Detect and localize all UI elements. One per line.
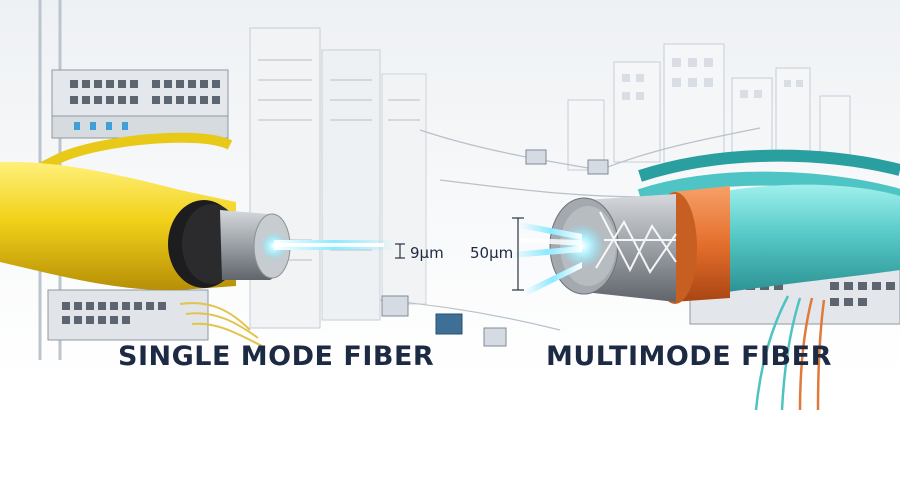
building-windows bbox=[622, 58, 803, 100]
folder-icon bbox=[381, 149, 609, 347]
single-mode-label: SINGLE MODE FIBER bbox=[118, 341, 435, 372]
single-core-dimension bbox=[395, 243, 405, 259]
server-racks bbox=[249, 27, 427, 329]
multimode-label: MULTIMODE FIBER bbox=[546, 341, 832, 372]
top-patch-panel bbox=[51, 69, 229, 139]
multi-core-size-label: 50µm bbox=[470, 244, 514, 262]
single-mode-cable bbox=[0, 132, 394, 291]
multimode-cable bbox=[512, 149, 900, 304]
single-core-size-label: 9µm bbox=[410, 244, 444, 262]
multi-light-paths bbox=[595, 211, 677, 274]
multi-core-dimension bbox=[512, 217, 524, 291]
bottom-left-switch bbox=[47, 289, 263, 347]
multi-light-beams bbox=[512, 222, 582, 296]
multi-jacket bbox=[700, 184, 900, 296]
